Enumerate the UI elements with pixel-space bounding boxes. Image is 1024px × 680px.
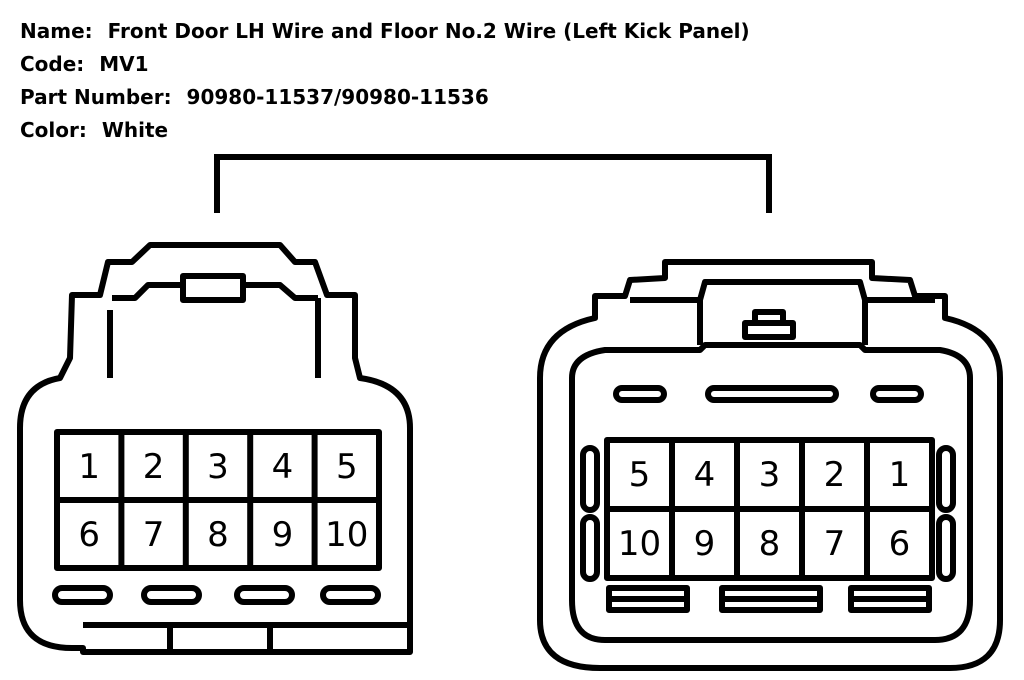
right-slot bbox=[870, 385, 924, 403]
pin-label: 10 bbox=[618, 524, 661, 564]
connector-code-line: Code: MV1 bbox=[20, 52, 149, 76]
pin-label: 7 bbox=[824, 524, 846, 564]
left-lock-tab bbox=[180, 273, 246, 303]
left-pin-labels: 1 2 3 4 5 6 7 8 9 10 bbox=[78, 447, 368, 555]
pin-label: 2 bbox=[143, 447, 165, 487]
part-number-value: 90980-11537/90980-11536 bbox=[186, 85, 489, 109]
right-side-slot bbox=[936, 514, 956, 582]
right-bottom-slot bbox=[606, 585, 690, 613]
code-value: MV1 bbox=[99, 52, 149, 76]
pin-label: 9 bbox=[272, 515, 294, 555]
right-bottom-slot bbox=[719, 585, 823, 613]
part-number-line: Part Number: 90980-11537/90980-11536 bbox=[20, 85, 489, 109]
pin-label: 6 bbox=[78, 515, 100, 555]
pin-label: 4 bbox=[694, 455, 716, 495]
right-slot bbox=[705, 385, 839, 403]
left-connector bbox=[17, 242, 413, 655]
pin-label: 8 bbox=[207, 515, 229, 555]
color-value: White bbox=[101, 118, 169, 142]
pin-label: 2 bbox=[824, 455, 846, 495]
pin-label: 3 bbox=[759, 455, 781, 495]
left-slot bbox=[52, 585, 113, 605]
right-housing-outline bbox=[537, 259, 1003, 671]
right-bottom-slot bbox=[848, 585, 932, 613]
left-base-rails bbox=[83, 622, 410, 652]
pin-label: 1 bbox=[78, 447, 100, 487]
pin-label: 10 bbox=[325, 515, 368, 555]
left-slot bbox=[141, 585, 202, 605]
part-number-label: Part Number: bbox=[20, 85, 172, 109]
color-label: Color: bbox=[20, 118, 87, 142]
pin-label: 5 bbox=[336, 447, 358, 487]
pin-label: 1 bbox=[889, 455, 911, 495]
pin-label: 3 bbox=[207, 447, 229, 487]
right-slot bbox=[613, 385, 667, 403]
left-slot bbox=[234, 585, 295, 605]
right-side-slot bbox=[580, 445, 600, 513]
pin-label: 8 bbox=[759, 524, 781, 564]
mating-bracket bbox=[214, 154, 772, 213]
pin-label: 9 bbox=[694, 524, 716, 564]
name-label: Name: bbox=[20, 19, 93, 43]
left-housing-outline bbox=[17, 242, 413, 655]
right-inner-outline bbox=[569, 342, 973, 643]
pin-label: 5 bbox=[629, 455, 651, 495]
right-side-slot bbox=[580, 514, 600, 582]
code-label: Code: bbox=[20, 52, 85, 76]
right-latch bbox=[630, 279, 935, 345]
right-connector bbox=[537, 259, 1003, 671]
pin-label: 6 bbox=[889, 524, 911, 564]
right-pin-labels: 5 4 3 2 1 10 9 8 7 6 bbox=[618, 455, 910, 564]
color-line: Color: White bbox=[20, 118, 168, 142]
pin-label: 4 bbox=[272, 447, 294, 487]
right-side-slot bbox=[936, 445, 956, 513]
pin-label: 7 bbox=[143, 515, 165, 555]
connector-name-line: Name: Front Door LH Wire and Floor No.2 … bbox=[20, 19, 750, 43]
name-value: Front Door LH Wire and Floor No.2 Wire (… bbox=[107, 19, 750, 43]
left-slot bbox=[320, 585, 381, 605]
